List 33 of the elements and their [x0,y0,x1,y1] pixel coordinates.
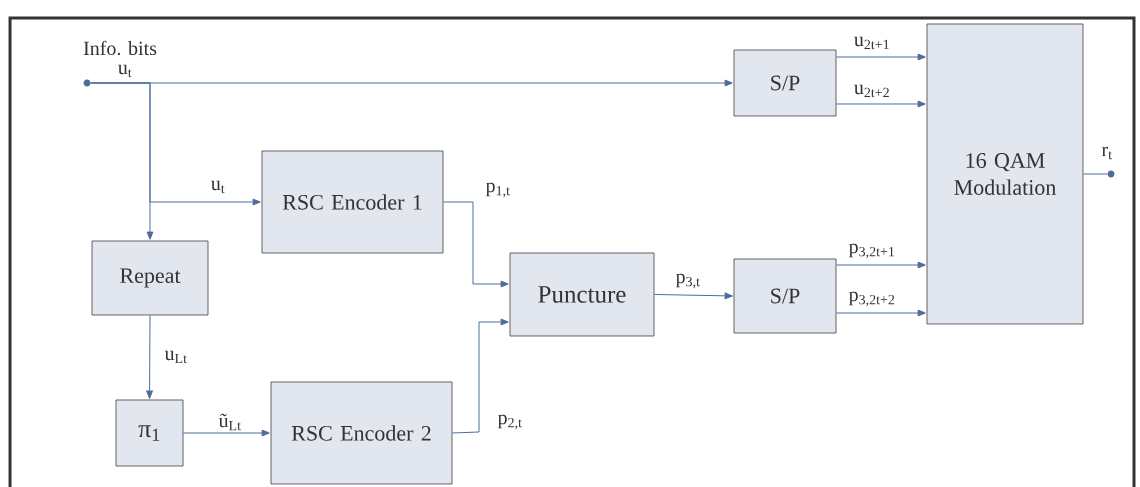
interleaver-box: π$_{1}$ [115,399,184,467]
edge-label: r$_{t}$ [1101,146,1112,160]
process-box: S/P [733,49,837,117]
process-box: Puncture [509,252,655,337]
edge-label: u$_{2t+2}$ [854,84,889,98]
edge-label: ũ$_{Lt}$ [218,413,241,431]
edge-label: u$_{t}$ [118,64,132,78]
arrow [835,261,926,269]
arrow [653,292,733,300]
arrow [835,100,926,108]
arrow [182,429,270,437]
arrow [146,314,153,399]
edge-label: u$_{t}$ [211,180,225,194]
process-box: S/P [733,258,837,334]
edge-label: p$_{3,2t+2}$ [848,291,895,307]
edge-label: p$_{3,2t+1}$ [848,243,895,259]
arrow [442,201,509,288]
input-terminal [83,79,91,87]
process-box: Repeat [91,240,209,316]
arrow [835,53,926,61]
edge-label: p$_{2,t}$ [497,414,522,430]
arrow [835,309,926,317]
edge-label: p$_{3,t}$ [675,273,700,289]
modulator-box: 16 QAM Modulation [926,23,1084,325]
edge-label: u$_{2t+1}$ [854,36,889,50]
encoder-box: RSC Encoder 1 [261,150,444,254]
edge-label: p$_{1,t}$ [485,182,510,198]
edge-label: u$_{Lt}$ [164,350,187,364]
encoder-box: RSC Encoder 2 [270,381,453,485]
output-terminal [1107,170,1115,178]
arrow [451,318,509,434]
arrow [90,82,154,240]
input-label: Info. bits [83,40,157,56]
